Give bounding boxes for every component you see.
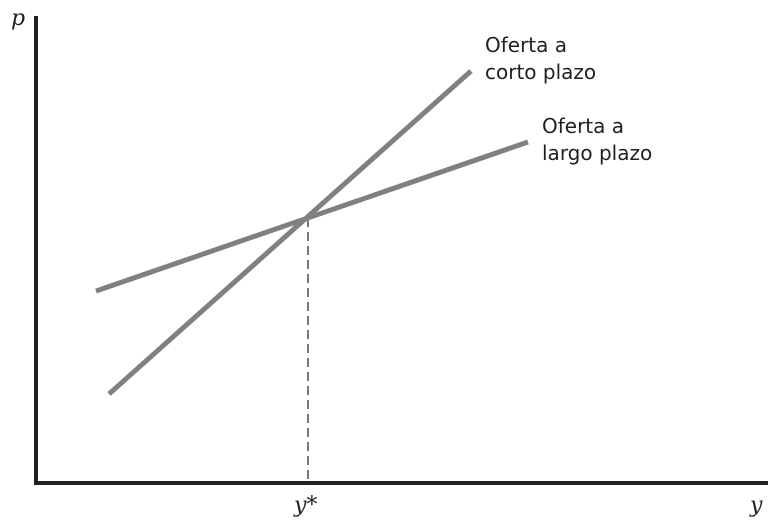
long-run-supply-label-line1: Oferta a [542,114,624,138]
equilibrium-output-label: y* [293,493,317,518]
short-run-supply-label-line2: corto plazo [485,60,596,84]
long-run-supply-label-line2: largo plazo [542,141,652,165]
x-axis-label: y [749,493,763,518]
long-run-supply-line [95,139,529,294]
y-axis-label: p [11,6,25,31]
short-run-supply-line [107,69,473,396]
short-run-supply-label-line1: Oferta a [485,33,567,57]
